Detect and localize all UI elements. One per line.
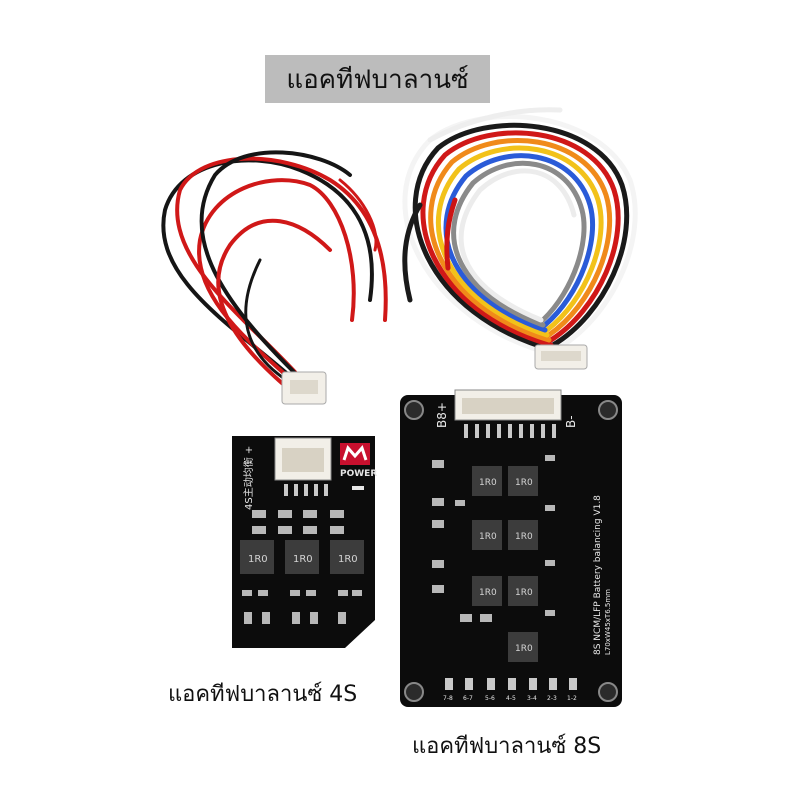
inductor-label: 1R0 — [338, 554, 358, 565]
brand-logo — [340, 443, 370, 465]
8s-wire-connector — [534, 344, 588, 370]
inductor-label: 1R0 — [479, 532, 497, 542]
inductor-label: 1R0 — [515, 532, 533, 542]
pad-label: 1-2 — [567, 695, 577, 702]
pad-label: 2-3 — [547, 695, 557, 702]
caption-8s: แอคทีฟบาลานซ์ 8S — [412, 734, 602, 759]
pad-label: 3-4 — [527, 695, 537, 702]
4s-board-connector — [274, 437, 332, 496]
brand-text: POWER — [340, 469, 377, 479]
mount-holes — [404, 400, 618, 702]
balance-pads — [445, 678, 577, 690]
inductor-label: 1R0 — [248, 554, 268, 565]
silk-4s-text: 4S主动均衡 + — [243, 446, 255, 510]
multicolor-wire-loop — [402, 107, 638, 358]
8s-inductors — [472, 466, 538, 662]
4s-wire-connector — [281, 371, 327, 405]
silk-8s-dims: L70xW45xT6.5mm — [604, 589, 612, 655]
b-plus-label: B8+ — [435, 402, 449, 428]
caption-4s: แอคทีฟบาลานซ์ 4S — [168, 682, 358, 707]
4s-inductors — [240, 540, 364, 574]
inductor-label: 1R0 — [293, 554, 313, 565]
b-minus-label: B- — [564, 415, 578, 428]
title-banner: แอคทีฟบาลานซ์ — [265, 55, 490, 103]
pad-label: 5-6 — [485, 695, 495, 702]
pad-label: 7-8 — [443, 695, 453, 702]
inductor-label: 1R0 — [515, 478, 533, 488]
inductor-label: 1R0 — [515, 588, 533, 598]
8s-board-connector — [454, 389, 562, 438]
pad-label: 4-5 — [506, 695, 516, 702]
page-title: แอคทีฟบาลานซ์ — [286, 64, 469, 95]
red-black-wire-bundle — [161, 150, 388, 392]
pad-label: 6-7 — [463, 695, 473, 702]
inductor-label: 1R0 — [479, 588, 497, 598]
inductor-label: 1R0 — [479, 478, 497, 488]
inductor-label: 1R0 — [515, 644, 533, 654]
silk-8s-text: 8S NCM/LFP Battery balancing V1.8 — [593, 495, 603, 655]
